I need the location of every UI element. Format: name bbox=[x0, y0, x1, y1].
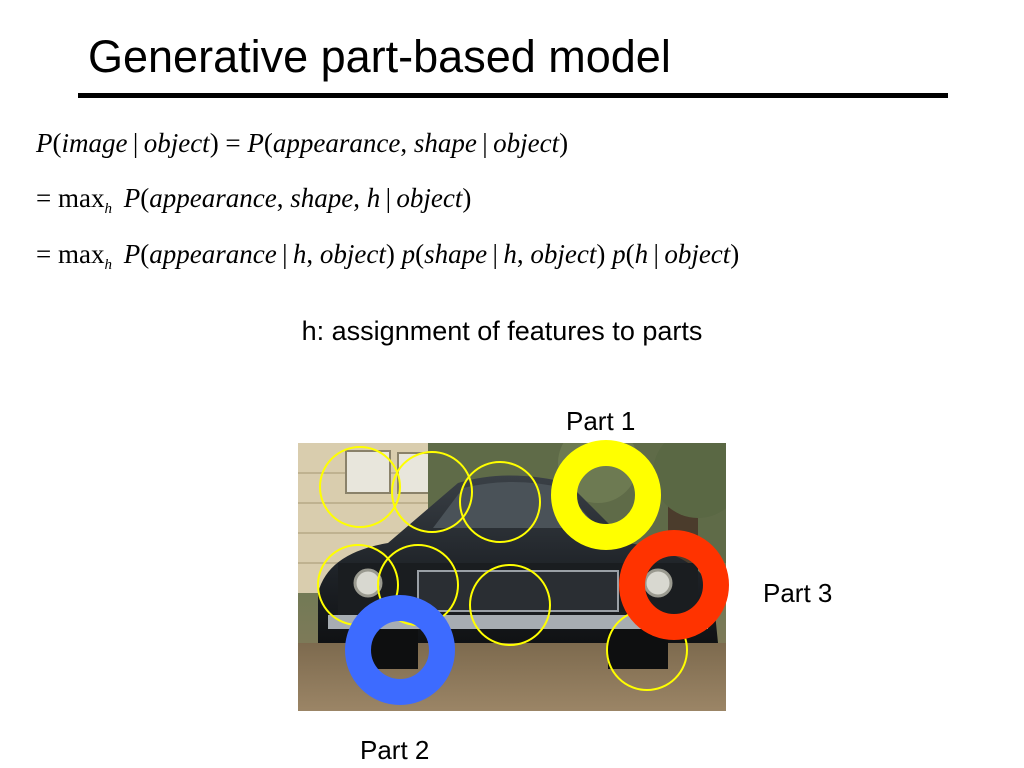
feature-circle bbox=[319, 446, 401, 528]
feature-circle bbox=[391, 451, 473, 533]
assignment-caption: h: assignment of features to parts bbox=[301, 316, 703, 346]
part-3-ring bbox=[619, 530, 729, 640]
part-2-label: Part 2 bbox=[360, 735, 430, 765]
title-underline bbox=[78, 93, 948, 98]
part-1-label: Part 1 bbox=[566, 406, 636, 436]
equation-line-3: = maxh P(appearance | h, object) p(shape… bbox=[36, 239, 740, 273]
feature-circle bbox=[469, 564, 551, 646]
part-1-ring bbox=[551, 440, 661, 550]
part-3-label: Part 3 bbox=[763, 578, 833, 608]
slide-title: Generative part-based model bbox=[88, 31, 671, 82]
part-2-ring bbox=[345, 595, 455, 705]
equation-line-1: P(image | object) = P(appearance, shape … bbox=[36, 128, 569, 158]
equation-line-2: = maxh P(appearance, shape, h | object) bbox=[36, 183, 472, 217]
feature-circle bbox=[459, 461, 541, 543]
